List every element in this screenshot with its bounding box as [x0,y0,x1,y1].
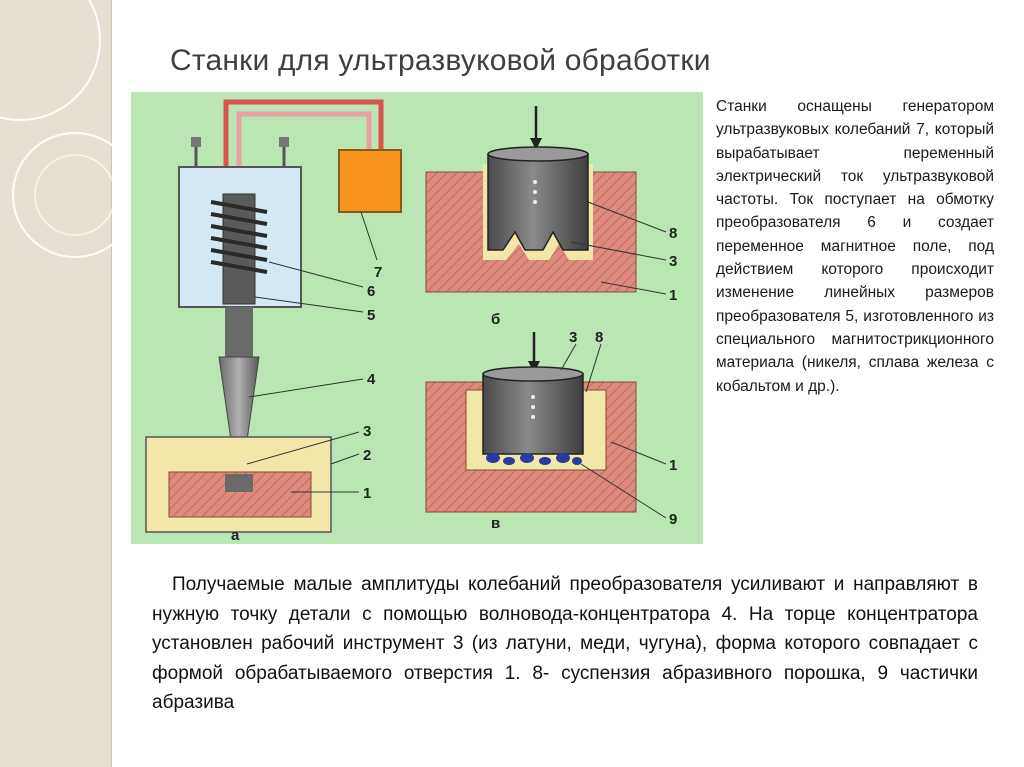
label-a-1: 1 [363,485,371,502]
waveguide-neck [225,307,253,357]
figure-c: 3 8 1 9 в [425,329,677,532]
label-b-1: 1 [669,287,677,304]
slide-title: Станки для ультразвуковой обработки [170,44,711,77]
cavity [225,474,253,492]
label-c-3: 3 [569,329,577,346]
cable-red [223,99,384,167]
caption-a: а [231,527,240,544]
tool-b [487,153,589,251]
left-decor-band [0,0,112,767]
label-b-3: 3 [669,253,677,270]
label-a-3: 3 [363,423,371,440]
tool-c [482,373,584,455]
side-description: Станки оснащены генератором ультразвуков… [716,98,994,395]
label-a-4: 4 [367,371,376,388]
figure-a: 7 6 5 4 3 2 1 а [145,99,402,544]
label-c-8: 8 [595,329,603,346]
caption-b: б [491,311,500,328]
figure-b: 8 3 1 б [425,106,677,328]
ultrasonic-machine-diagram: 7 6 5 4 3 2 1 а 8 3 1 б [131,92,703,544]
generator-block [338,149,402,213]
caption-c: в [491,515,500,532]
label-a-6: 6 [367,283,375,300]
bolt-right [279,137,289,147]
label-a-2: 2 [363,447,371,464]
cable-pink [236,111,372,167]
coil-winding [210,200,268,274]
abrasive-particles [486,453,582,465]
bolt-left [191,137,201,147]
label-a-5: 5 [367,307,375,324]
label-c-9: 9 [669,511,677,528]
label-b-8: 8 [669,225,677,242]
main-description: Получаемые малые амплитуды колебаний пре… [152,574,978,713]
label-a-7: 7 [374,264,382,281]
magnetostrictive-core [222,193,256,305]
label-c-1: 1 [669,457,677,474]
